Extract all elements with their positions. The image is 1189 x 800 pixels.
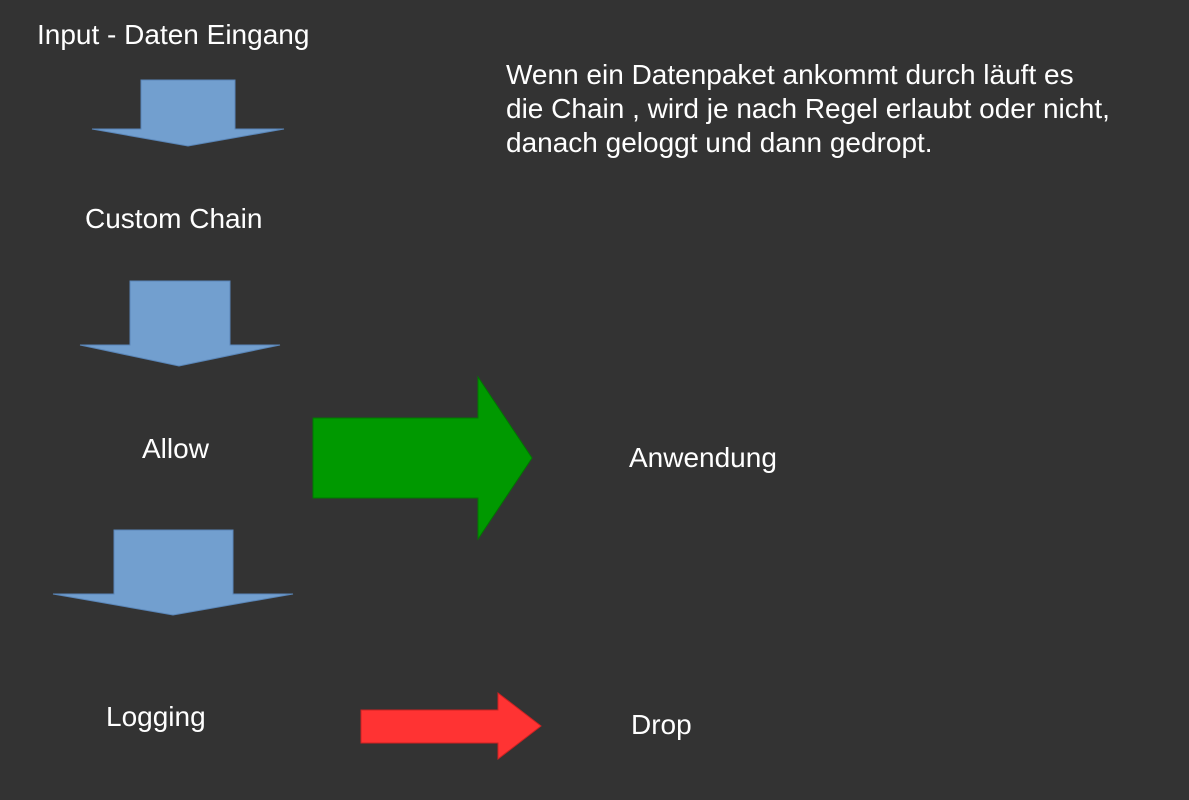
down-arrow-input-to-chain [91, 79, 285, 147]
target-anwendung-label: Anwendung [629, 442, 777, 473]
step-custom-chain-label: Custom Chain [85, 203, 263, 234]
step-allow-label: Allow [142, 433, 209, 464]
drop-arrow [360, 691, 542, 761]
description-line-3: danach geloggt und dann gedropt. [506, 127, 933, 158]
down-arrow-allow-to-logging [52, 529, 294, 616]
down-arrow-chain-to-allow [79, 280, 281, 367]
target-drop-label: Drop [631, 709, 692, 740]
step-logging-label: Logging [106, 701, 206, 732]
description-line-1: Wenn ein Datenpaket ankommt durch läuft … [506, 59, 1074, 90]
description-text: Wenn ein Datenpaket ankommt durch läuft … [506, 58, 1110, 160]
step-input-label: Input - Daten Eingang [37, 19, 310, 50]
allow-arrow [312, 375, 533, 541]
description-line-2: die Chain , wird je nach Regel erlaubt o… [506, 93, 1110, 124]
